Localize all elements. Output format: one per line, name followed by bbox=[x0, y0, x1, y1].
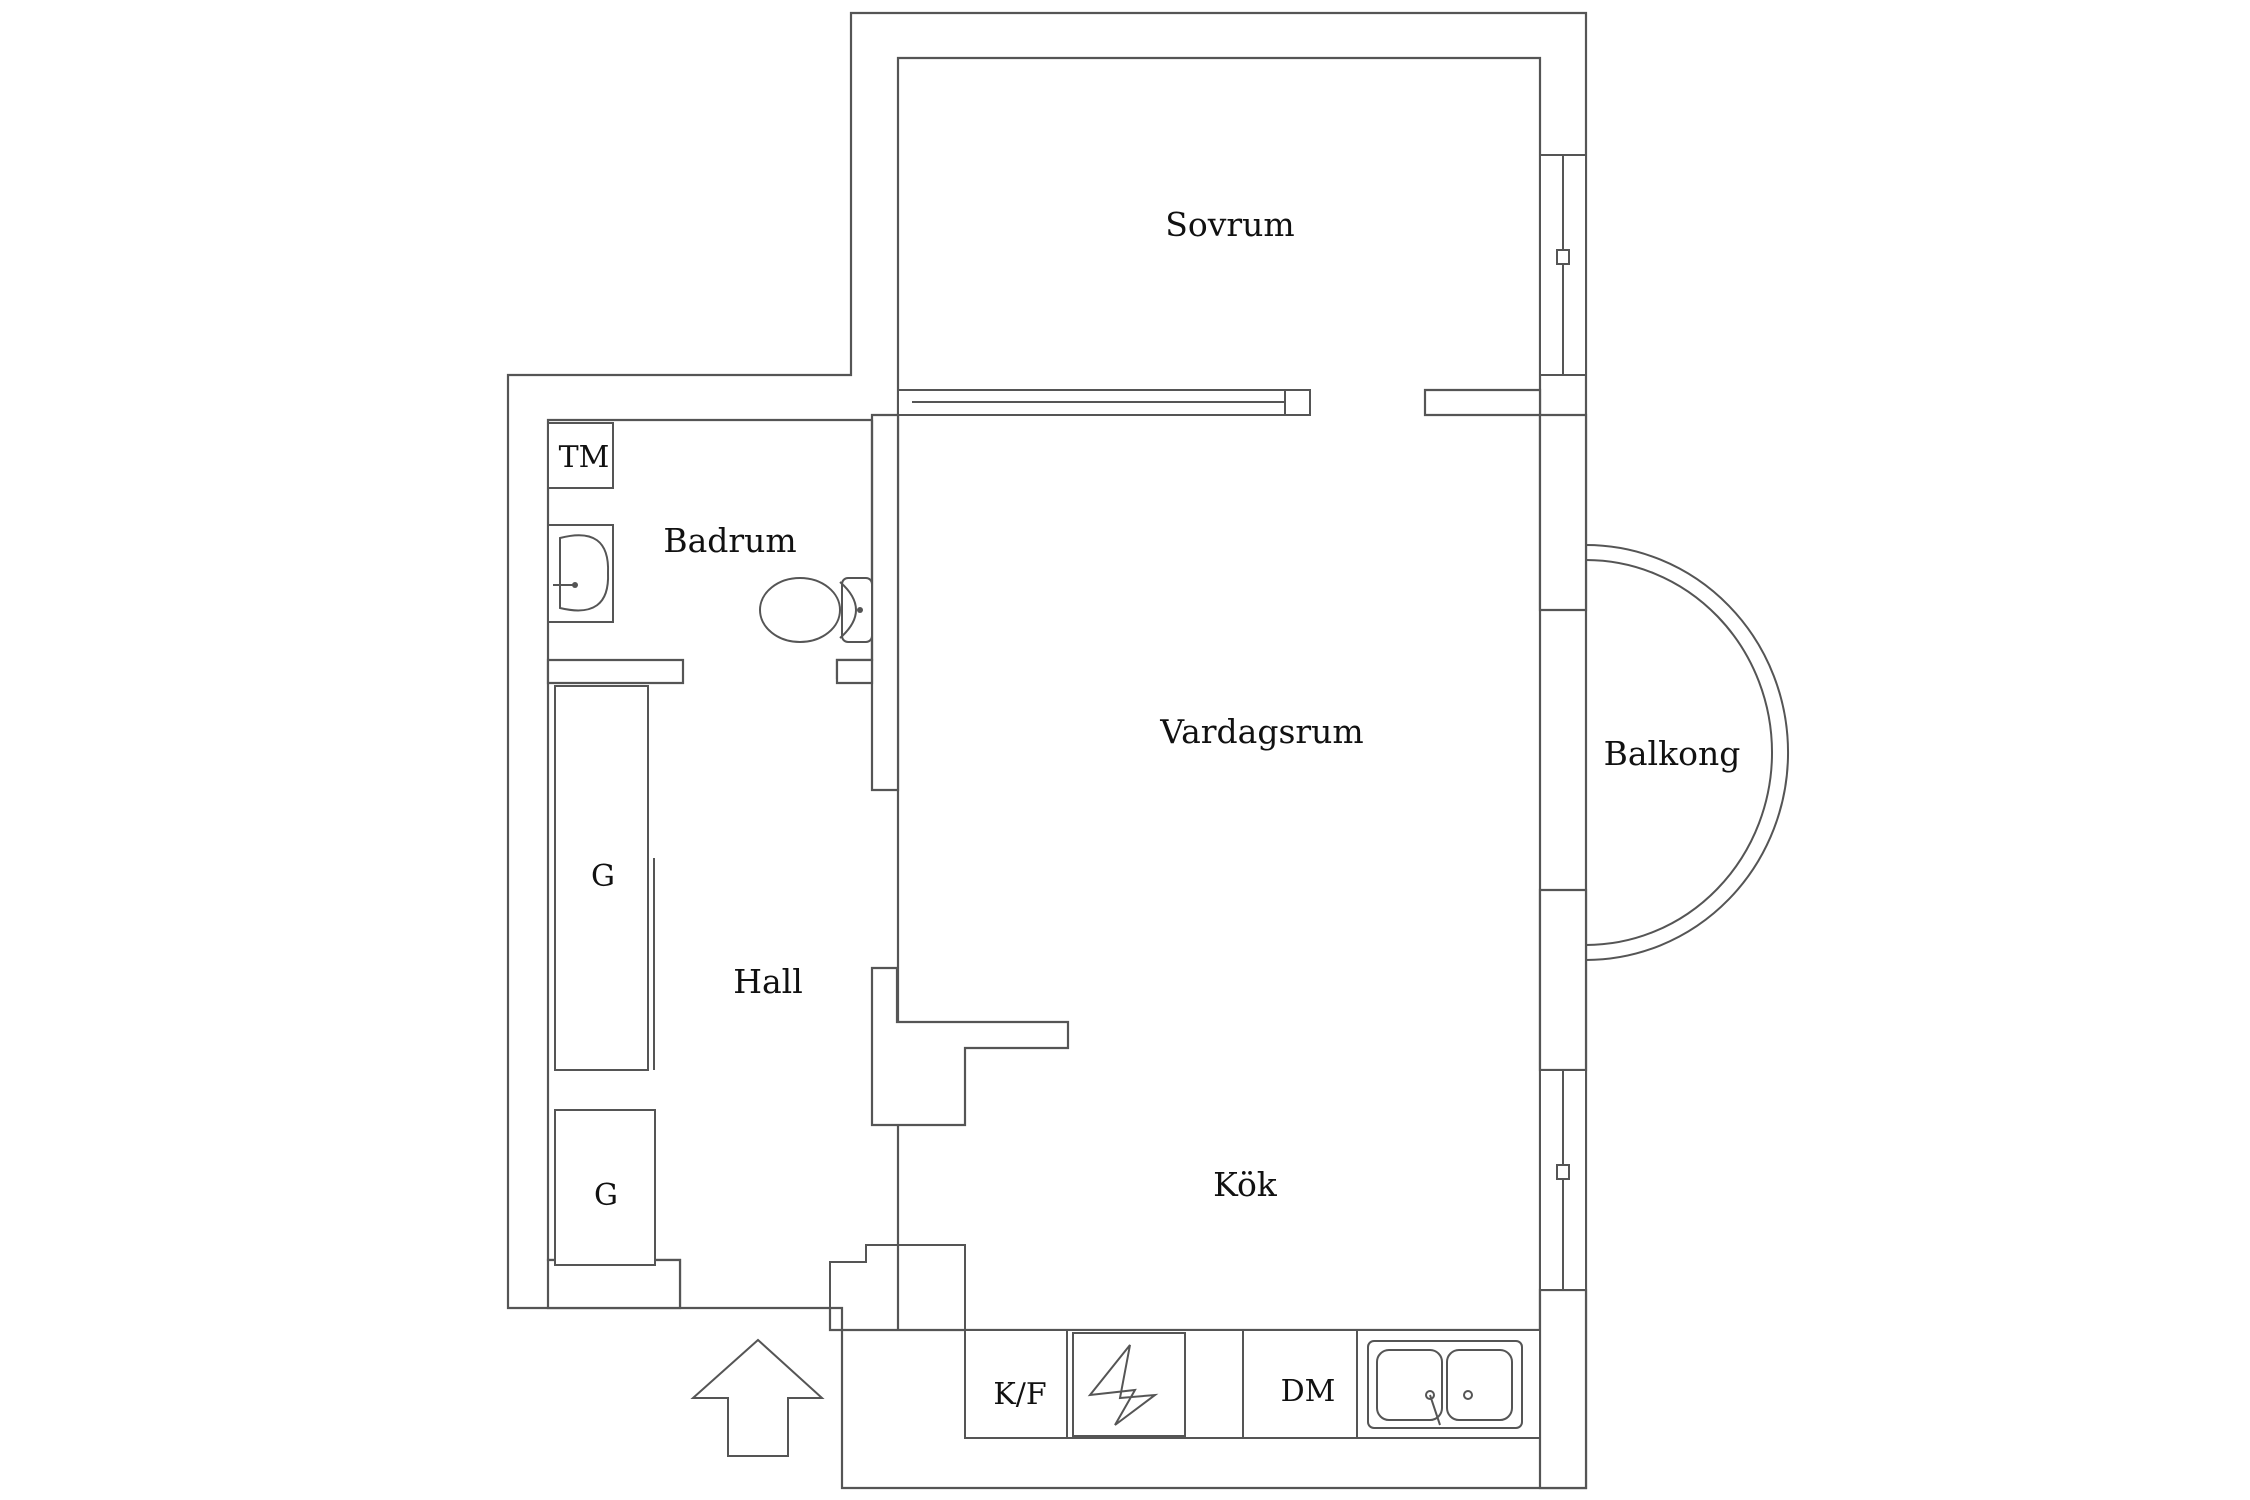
interior-walls bbox=[546, 12, 1588, 1490]
fixture-label-g-lower: G bbox=[594, 1178, 618, 1213]
room-label-badrum: Badrum bbox=[663, 521, 796, 560]
wardrobe-lower bbox=[554, 1109, 656, 1266]
window-sovrum bbox=[1539, 154, 1587, 376]
fixture-label-tm: TM bbox=[559, 440, 610, 475]
fixture-label-g-upper: G bbox=[591, 859, 615, 894]
wardrobe-upper bbox=[554, 685, 655, 1071]
window-kok bbox=[1539, 1069, 1587, 1291]
room-label-sovrum: Sovrum bbox=[1165, 205, 1294, 244]
room-label-hall: Hall bbox=[733, 962, 803, 1001]
room-label-kok: Kök bbox=[1213, 1165, 1278, 1204]
stove-icon bbox=[1072, 1332, 1186, 1437]
room-label-balkong: Balkong bbox=[1604, 734, 1741, 773]
entrance-arrow-icon bbox=[690, 1338, 825, 1457]
fixture-label-dm: DM bbox=[1281, 1374, 1336, 1409]
room-label-vardagsrum: Vardagsrum bbox=[1159, 712, 1363, 751]
balcony bbox=[1585, 544, 1789, 961]
fixture-label-kf: K/F bbox=[993, 1377, 1046, 1412]
washing-machine-box bbox=[547, 422, 614, 489]
washbasin-icon bbox=[547, 524, 614, 623]
double-sink-icon bbox=[1367, 1340, 1523, 1429]
toilet-icon bbox=[759, 577, 873, 643]
